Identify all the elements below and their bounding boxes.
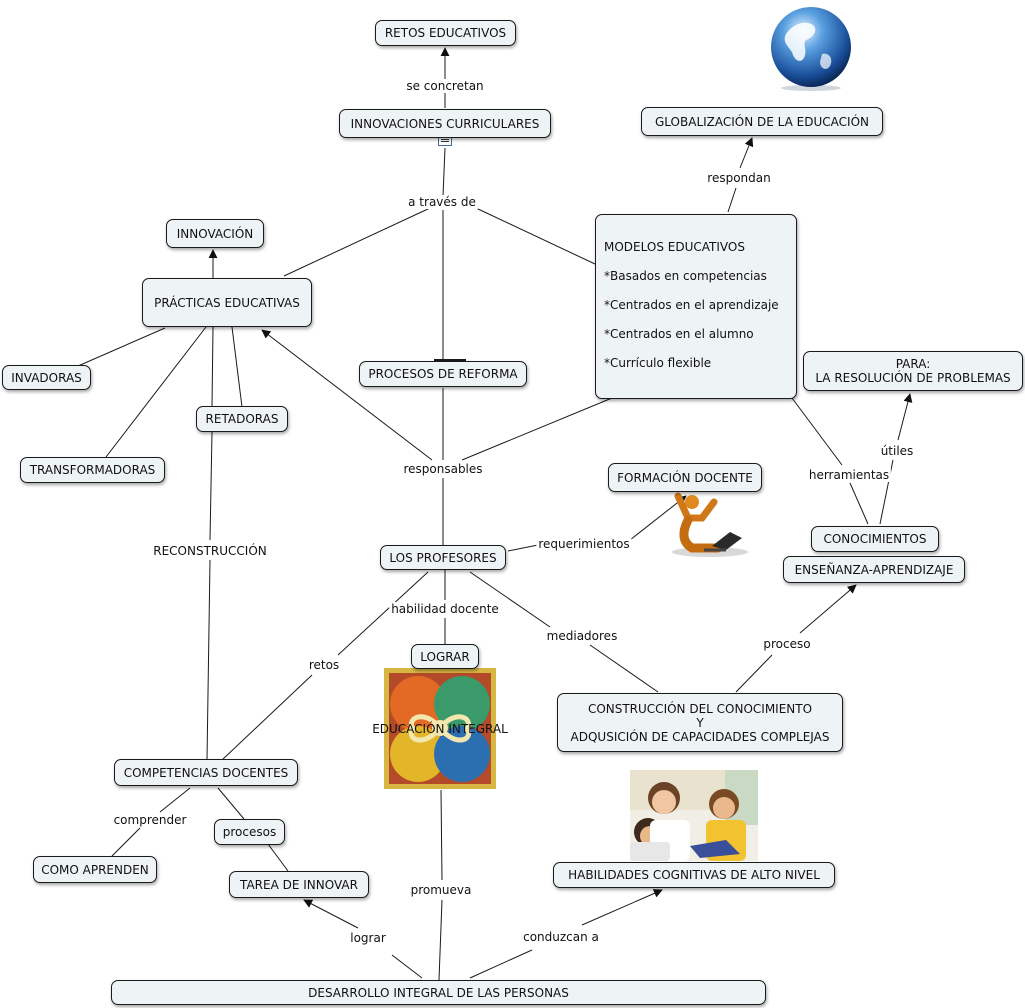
node-lograr[interactable]: LOGRAR	[411, 644, 479, 669]
link-promueva: promueva	[408, 883, 474, 897]
link-proceso: proceso	[761, 637, 813, 651]
link-mediadores: mediadores	[544, 629, 620, 643]
node-construccion-conocimiento[interactable]: CONSTRUCCIÓN DEL CONOCIMIENTO Y ADQUSICI…	[557, 693, 843, 752]
link-responsables: responsables	[401, 462, 485, 476]
node-globalizacion[interactable]: GLOBALIZACIÓN DE LA EDUCACIÓN	[641, 107, 883, 136]
node-resolucion-problemas[interactable]: PARA: LA RESOLUCIÓN DE PROBLEMAS	[803, 351, 1023, 391]
link-utiles: útiles	[878, 444, 916, 458]
link-conduzcan-a: conduzcan a	[521, 930, 601, 944]
node-procesos-reforma[interactable]: PROCESOS DE REFORMA	[359, 361, 527, 387]
node-los-profesores[interactable]: LOS PROFESORES	[380, 545, 506, 570]
node-ensenanza-aprendizaje[interactable]: ENSEÑANZA-APRENDIZAJE	[783, 556, 965, 583]
node-formacion-docente[interactable]: FORMACIÓN DOCENTE	[608, 463, 762, 492]
link-respondan: respondan	[705, 171, 773, 185]
mosaic-art-image	[384, 668, 496, 789]
node-conocimientos[interactable]: CONOCIMIENTOS	[811, 526, 939, 552]
node-innovacion[interactable]: INNOVACIÓN	[166, 219, 264, 248]
link-comprender: comprender	[111, 813, 189, 827]
link-a-traves-de: a través de	[406, 195, 478, 209]
para-label: PARA:	[895, 357, 931, 371]
link-reconstruccion: RECONSTRUCCIÓN	[151, 544, 269, 558]
node-educacion-integral[interactable]: EDUCACIÓN INTEGRAL	[372, 722, 508, 736]
construccion-line: ADQUSICIÓN DE CAPACIDADES COMPLEJAS	[570, 729, 830, 744]
node-procesos[interactable]: procesos	[214, 819, 285, 845]
globe-icon	[771, 7, 851, 91]
construccion-line: Y	[696, 715, 704, 730]
node-como-aprenden[interactable]: COMO APRENDEN	[33, 856, 157, 883]
construccion-line: CONSTRUCCIÓN DEL CONOCIMIENTO	[587, 701, 813, 716]
modelos-item: *Basados en competencias	[604, 269, 767, 283]
node-invadoras[interactable]: INVADORAS	[2, 365, 91, 390]
link-retos: retos	[306, 658, 342, 672]
node-innovaciones-curriculares[interactable]: INNOVACIONES CURRICULARES	[339, 109, 551, 138]
node-retos-educativos[interactable]: RETOS EDUCATIVOS	[375, 20, 516, 46]
link-herramientas: herramientas	[806, 468, 892, 482]
modelos-item: *Centrados en el aprendizaje	[604, 298, 779, 312]
modelos-title: MODELOS EDUCATIVOS	[604, 240, 745, 254]
node-competencias-docentes[interactable]: COMPETENCIAS DOCENTES	[114, 759, 298, 786]
node-tarea-innovar[interactable]: TAREA DE INNOVAR	[229, 871, 369, 898]
modelos-item: *Currículo flexible	[604, 356, 712, 370]
node-habilidades-cognitivas[interactable]: HABILIDADES COGNITIVAS DE ALTO NIVEL	[553, 862, 835, 888]
modelos-item: *Centrados en el alumno	[604, 327, 754, 341]
node-desarrollo-integral[interactable]: DESARROLLO INTEGRAL DE LAS PERSONAS	[111, 980, 766, 1005]
children-reading-photo	[630, 770, 758, 861]
link-lograr: lograr	[348, 931, 388, 945]
node-transformadoras[interactable]: TRANSFORMADORAS	[20, 457, 165, 483]
node-modelos-educativos[interactable]: MODELOS EDUCATIVOS *Basados en competenc…	[595, 214, 797, 399]
node-practicas-educativas[interactable]: PRÁCTICAS EDUCATIVAS	[142, 278, 312, 327]
resolucion-label: LA RESOLUCIÓN DE PROBLEMAS	[815, 371, 1011, 385]
node-retadoras[interactable]: RETADORAS	[196, 406, 288, 432]
link-se-concretan: se concretan	[404, 79, 486, 93]
link-requerimientos: requerimientos	[536, 537, 632, 551]
link-habilidad-docente: habilidad docente	[389, 602, 501, 616]
person-laptop-icon	[672, 492, 748, 557]
